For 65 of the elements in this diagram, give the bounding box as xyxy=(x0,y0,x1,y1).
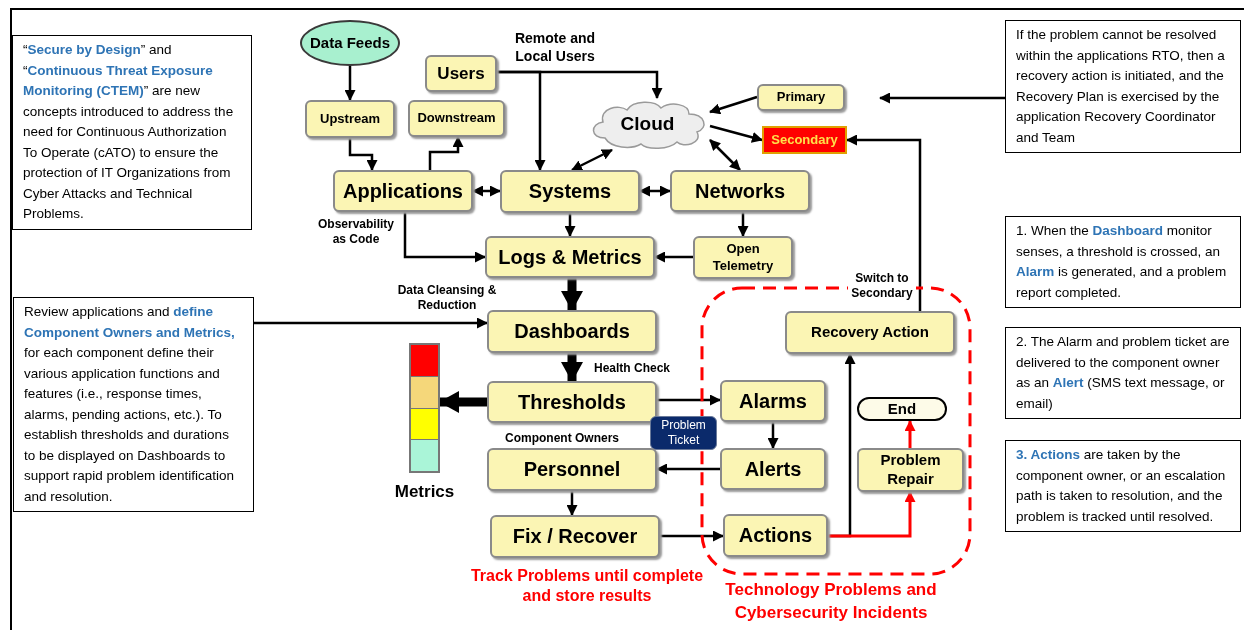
process-box: Thresholds xyxy=(487,381,657,423)
arrow xyxy=(657,394,721,406)
arrow xyxy=(828,491,916,538)
process-box: Personnel xyxy=(487,448,657,491)
arrow xyxy=(472,185,501,197)
annotation-text: Component Owners xyxy=(505,431,620,446)
alert-box: Secondary xyxy=(762,126,847,154)
arrow xyxy=(709,95,758,115)
arrow xyxy=(566,491,578,516)
annotation-text: Observability as Code xyxy=(317,217,395,247)
arrow xyxy=(904,420,916,448)
arrow xyxy=(344,66,356,101)
arrow xyxy=(846,134,922,311)
annotation-text: Data Cleansing & Reduction xyxy=(396,283,498,313)
process-box: Primary xyxy=(757,84,845,111)
arrow xyxy=(428,136,464,170)
arrow xyxy=(571,148,613,172)
note-box: 3. Actions are taken by the component owner, or an escalation path is taken to resolution, and the problem is tracked until resolved. xyxy=(1005,440,1241,532)
region-title: Technology Problems and Cybersecurity Incidents xyxy=(724,579,938,624)
process-box: Networks xyxy=(670,170,810,212)
thick-arrow xyxy=(439,391,487,413)
arrow xyxy=(660,530,724,542)
process-box: Dashboards xyxy=(487,310,657,353)
process-box: Upstream xyxy=(305,100,395,138)
caption-text: Track Problems until complete and store results xyxy=(469,566,705,606)
process-box: Problem Repair xyxy=(857,448,964,492)
process-box: Open Telemetry xyxy=(693,236,793,279)
arrow xyxy=(348,138,378,171)
process-box: Alerts xyxy=(720,448,826,490)
arrow xyxy=(654,251,693,263)
note-box: Review applications and define Component Owners and Metrics, for each component define their various application functions and features (i.e., response times, alarms, pending actions, etc.). To establish thresholds and durations to be displayed on Dashboards to support rapid problem identification and resolution. xyxy=(13,297,254,512)
process-box: Alarms xyxy=(720,380,826,422)
process-box: Systems xyxy=(500,170,640,213)
note-box: “Secure by Design” and “Continuous Threat Exposure Monitoring (CTEM)” are new concepts introduced to address the need for Continuous Authorization To Operate (cATO) to ensure the protection of IT Organizations from Cyber Attacks and Technical Problems. xyxy=(12,35,252,230)
annotation-text: Health Check xyxy=(594,361,672,376)
arrow xyxy=(709,124,763,143)
arrow xyxy=(737,212,749,237)
arrow xyxy=(497,70,663,99)
metrics-gauge xyxy=(409,343,440,473)
data-source-ellipse: Data Feeds xyxy=(300,20,400,66)
process-box: Applications xyxy=(333,170,473,212)
arrow xyxy=(767,422,779,449)
process-box: Downstream xyxy=(408,100,505,137)
process-box: Users xyxy=(425,55,497,92)
note-box: 2. The Alarm and problem ticket are delivered to the component owner as an Alert (SMS text message, or email) xyxy=(1005,327,1241,419)
arrow xyxy=(254,317,488,329)
note-box: If the problem cannot be resolved within the applications RTO, then a recovery action is initiated, and the Recovery Plan is exercised by the application Recovery Coordinator and Team xyxy=(1005,20,1241,153)
ticket-badge: Problem Ticket xyxy=(650,416,717,450)
arrow xyxy=(709,139,741,171)
arrow xyxy=(403,212,486,263)
terminator-pill: End xyxy=(857,397,947,421)
gauge-caption: Metrics xyxy=(393,481,456,503)
process-box: Fix / Recover xyxy=(490,515,660,558)
thick-arrow xyxy=(561,353,583,382)
process-box: Logs & Metrics xyxy=(485,236,655,278)
arrow xyxy=(564,213,576,237)
arrow xyxy=(656,463,720,475)
process-box: Actions xyxy=(723,514,828,557)
arrow xyxy=(879,92,1005,104)
arrow xyxy=(639,185,671,197)
process-box: Recovery Action xyxy=(785,311,955,354)
note-box: 1. When the Dashboard monitor senses, a threshold is crossed, an Alarm is generated, and a problem report completed. xyxy=(1005,216,1241,308)
edge-label: Switch to Secondary xyxy=(848,271,916,301)
annotation-text: Remote and Local Users xyxy=(513,30,597,65)
thick-arrow xyxy=(561,278,583,311)
